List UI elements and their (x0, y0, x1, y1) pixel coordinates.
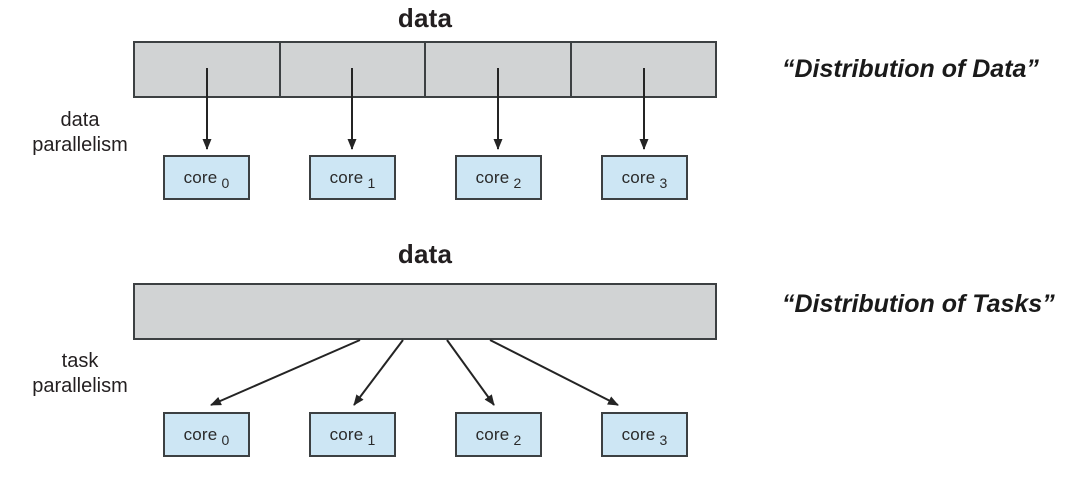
core-index: 1 (367, 174, 376, 191)
arrow-task-to-core0 (210, 339, 361, 406)
side-label-line: parallelism (32, 134, 128, 156)
data-segment (278, 43, 425, 96)
data-segment (424, 43, 570, 96)
core-index: 3 (659, 174, 668, 191)
core-index: 0 (221, 174, 230, 191)
core-label: core (329, 424, 364, 444)
distribution-of-data-caption: “Distribution of Data” (782, 55, 1039, 83)
side-label-line: task (61, 350, 99, 372)
core-label: core (621, 424, 656, 444)
core-index: 0 (221, 431, 230, 448)
data-parallelism-label: data parallelism (10, 108, 150, 158)
side-label-line: data (60, 109, 100, 131)
data-parallelism-title: data (397, 3, 453, 33)
data-bar-segmented (133, 41, 717, 98)
arrow-task-to-core2 (446, 339, 495, 406)
side-label-line: parallelism (32, 375, 128, 397)
core-index: 3 (659, 431, 668, 448)
data-segment (569, 43, 716, 96)
task-parallelism-title: data (397, 239, 453, 269)
core-label: core (329, 167, 364, 187)
data-bar-solid (133, 283, 717, 340)
arrow-task-to-core3 (489, 339, 619, 406)
core-index: 2 (513, 431, 522, 448)
core-index: 1 (367, 431, 376, 448)
data-segment (135, 43, 279, 96)
task-parallelism-label: task parallelism (10, 349, 150, 399)
core-label: core (475, 167, 510, 187)
core-label: core (475, 424, 510, 444)
core-label: core (621, 167, 656, 187)
distribution-of-tasks-caption: “Distribution of Tasks” (782, 290, 1055, 318)
core-index: 2 (513, 174, 522, 191)
core-label: core (183, 424, 218, 444)
core-label: core (183, 167, 218, 187)
arrow-task-to-core1 (353, 339, 404, 406)
